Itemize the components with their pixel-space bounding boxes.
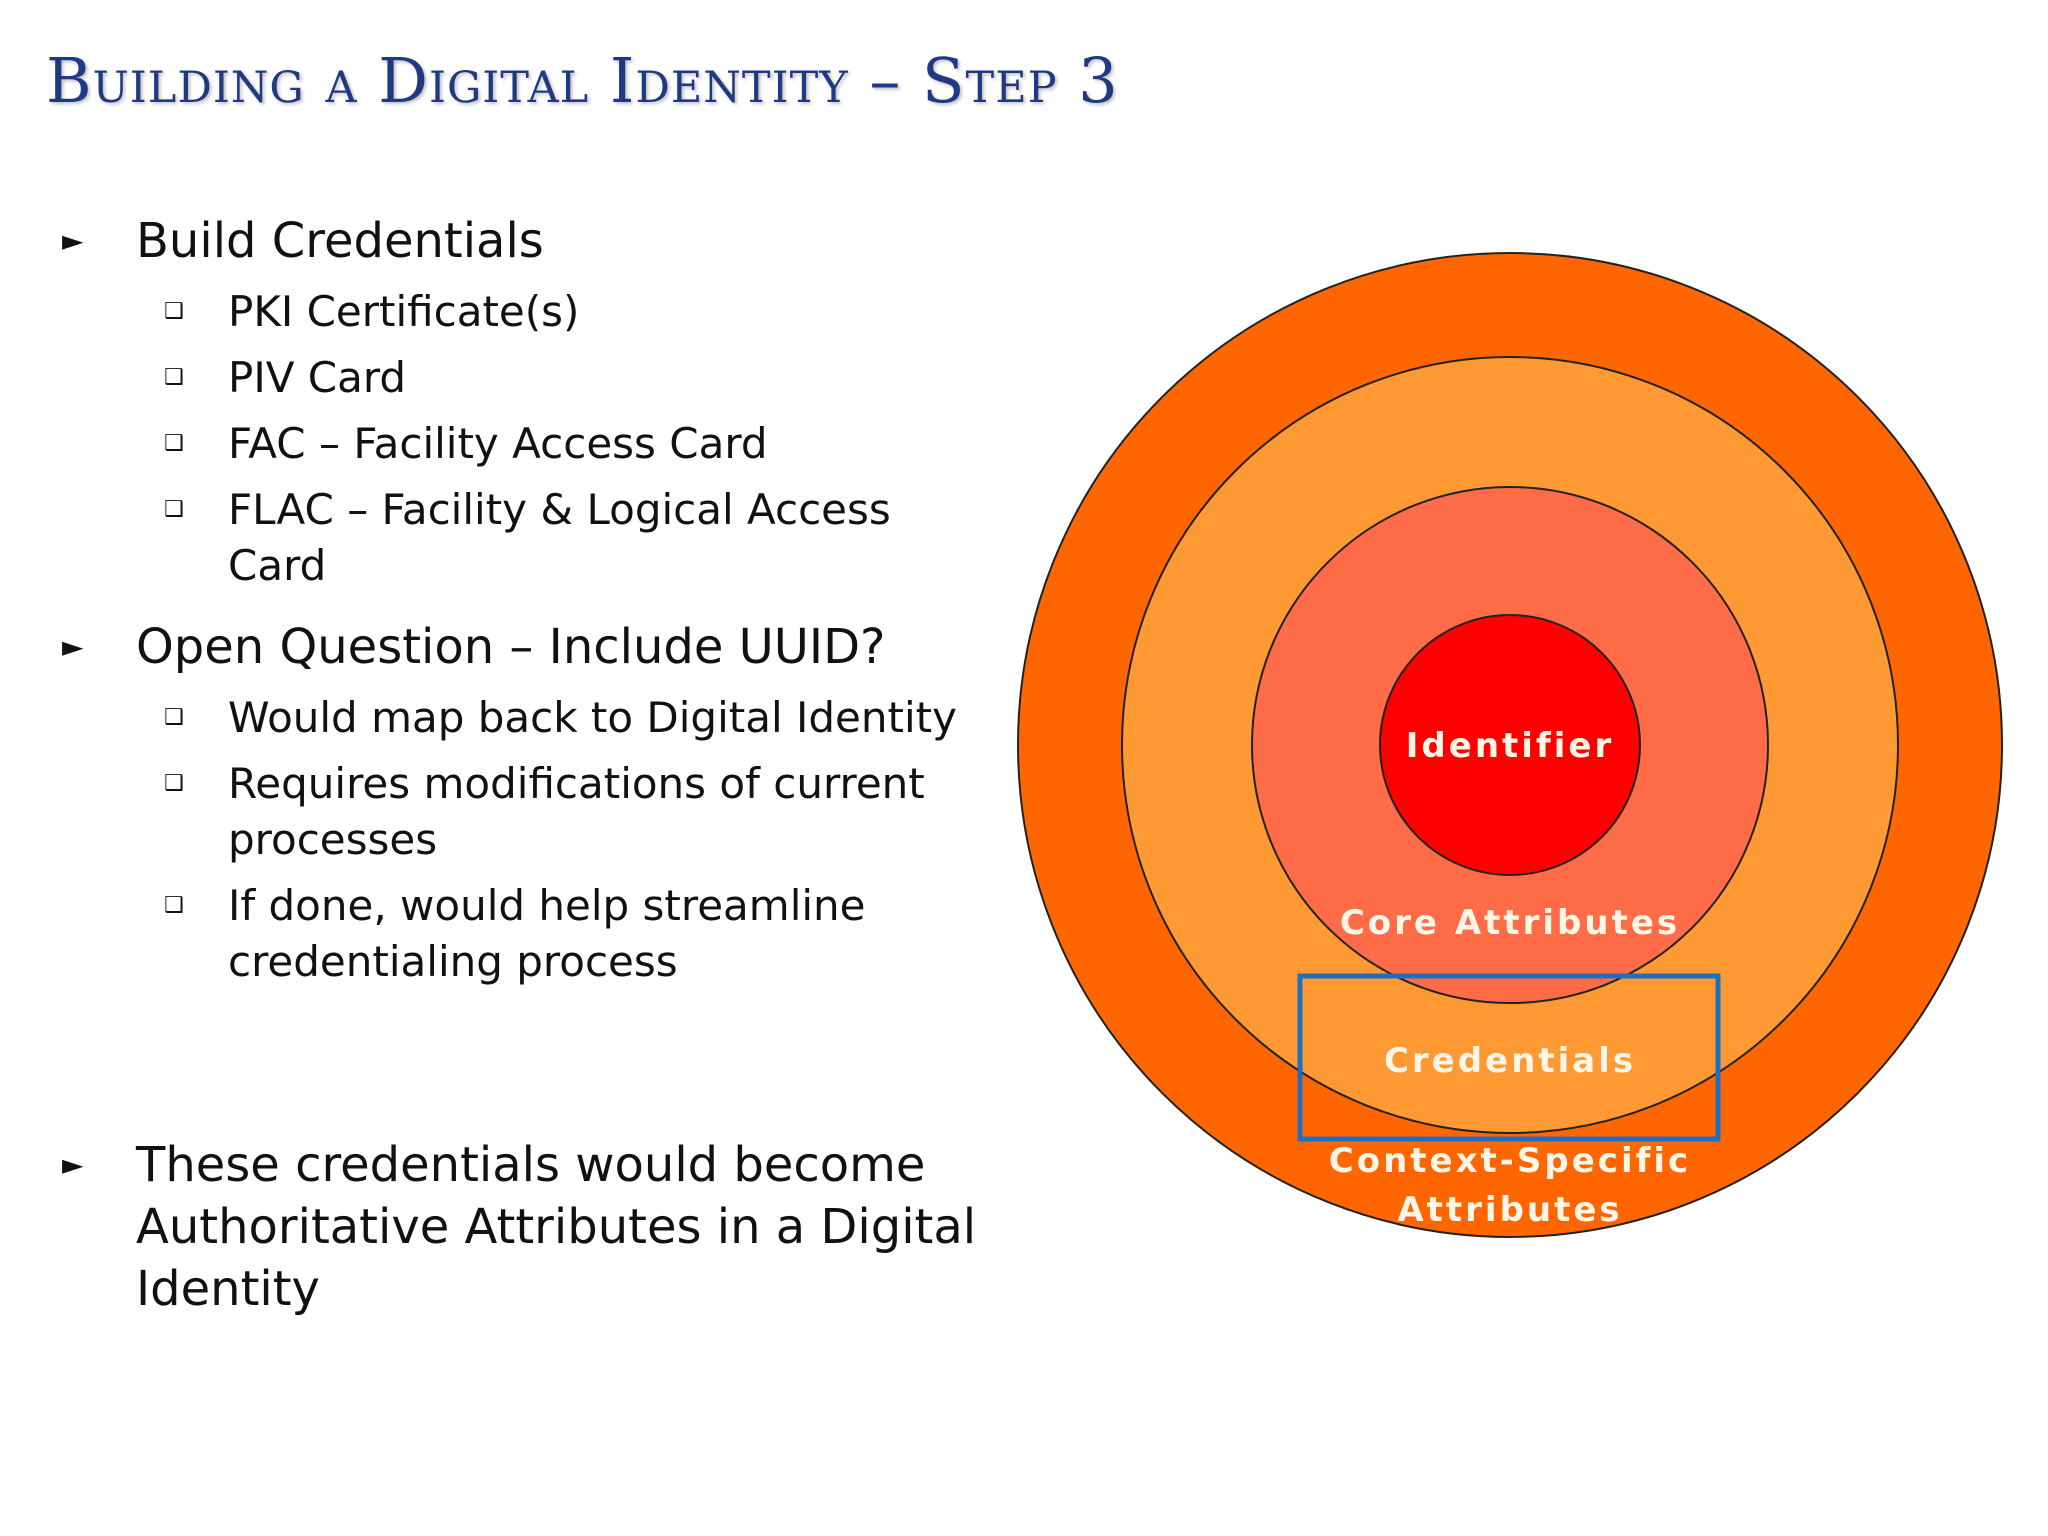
square-bullet-icon: ❑ bbox=[164, 431, 184, 456]
sub-bullet-text: Would map back to Digital Identity bbox=[228, 693, 957, 742]
square-bullet-icon: ❑ bbox=[164, 299, 184, 324]
triangle-bullet-icon: ► bbox=[62, 1148, 84, 1181]
core-attributes-label: Core Attributes bbox=[1340, 903, 1680, 943]
square-bullet-icon: ❑ bbox=[164, 497, 184, 522]
square-bullet-icon: ❑ bbox=[164, 365, 184, 390]
sub-bullet-text: PIV Card bbox=[228, 353, 407, 402]
sub-bullet-text: Requires modifications of current proces… bbox=[228, 759, 925, 864]
context-attributes-label: Attributes bbox=[1397, 1190, 1622, 1230]
bullet-text: Open Question – Include UUID? bbox=[136, 619, 886, 675]
triangle-bullet-icon: ► bbox=[62, 630, 84, 663]
square-bullet-icon: ❑ bbox=[164, 771, 184, 796]
context-specific-label: Context-Specific bbox=[1329, 1141, 1691, 1181]
bullet-text: Build Credentials bbox=[136, 213, 544, 269]
sub-bullet-text: FLAC – Facility & Logical Access Card bbox=[228, 485, 891, 590]
square-bullet-icon: ❑ bbox=[164, 705, 184, 730]
credentials-label: Credentials bbox=[1384, 1041, 1636, 1081]
sub-bullet-text: FAC – Facility Access Card bbox=[228, 419, 768, 468]
sub-bullet-text: If done, would help streamline credentia… bbox=[228, 881, 866, 986]
triangle-bullet-icon: ► bbox=[62, 224, 84, 257]
page-title: Building a Digital Identity – Step 3 bbox=[46, 44, 1119, 117]
bullet-text: These credentials would become Authorita… bbox=[136, 1137, 977, 1317]
square-bullet-icon: ❑ bbox=[164, 893, 184, 918]
identifier-label: Identifier bbox=[1406, 726, 1614, 766]
identifier-circle bbox=[1379, 614, 1641, 876]
bullet-list: ► Build Credentials ❑ PKI Certificate(s)… bbox=[0, 0, 1000, 1400]
sub-bullet-text: PKI Certificate(s) bbox=[228, 287, 580, 336]
credentials-highlight-box bbox=[1297, 973, 1721, 1142]
